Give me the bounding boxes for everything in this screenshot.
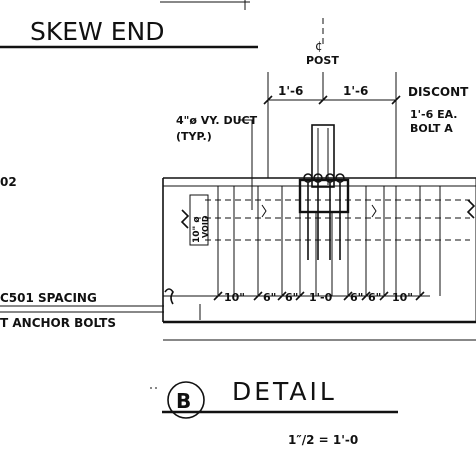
duct-typ: (TYP.)	[176, 130, 212, 143]
detail-letter: B	[176, 389, 191, 413]
duct-label: 4"ø VY. DUCT	[176, 114, 258, 127]
base-plate	[298, 178, 350, 214]
break-mark-bottom-left	[164, 288, 174, 305]
post-centerline-symbol: ¢	[315, 39, 323, 53]
bottom-dim-6: 6"	[368, 291, 381, 304]
bottom-tick-1	[213, 291, 223, 301]
duct-symbol-left	[261, 204, 267, 218]
discont-label: DISCONT	[408, 85, 469, 99]
bottom-tick-3	[277, 291, 287, 301]
detail-bubble	[167, 381, 205, 419]
break-mark-left	[180, 209, 190, 229]
anchor-bolts-label: T ANCHOR BOLTS	[0, 316, 116, 330]
bottom-tick-8	[415, 291, 425, 301]
left-number: 02	[0, 175, 17, 189]
top-dim-tick-1	[263, 95, 273, 105]
post-label: POST	[306, 54, 339, 67]
discont-spacing: 1'-6 EA.	[410, 108, 457, 121]
top-dim-left: 1'-6	[278, 84, 303, 98]
void-word: VOID	[201, 215, 210, 238]
section-heading: SKEW END	[30, 17, 164, 46]
bottom-dim-1: 10"	[224, 291, 245, 304]
void-diameter: 10" ø	[192, 216, 202, 243]
bottom-tick-4	[295, 291, 305, 301]
bottom-dim-2: 6"	[263, 291, 276, 304]
duct-leader	[238, 119, 253, 210]
c501-spacing-label: C501 SPACING	[0, 291, 97, 305]
bottom-tick-6	[361, 291, 371, 301]
bottom-dim-3: 6"	[285, 291, 298, 304]
top-dim-tick-3	[391, 95, 401, 105]
bottom-dim-7: 10"	[392, 291, 413, 304]
bottom-tick-7	[379, 291, 389, 301]
top-dim-tick-2	[318, 95, 328, 105]
duct-symbol-right	[371, 204, 377, 218]
bottom-dim-5: 6"	[350, 291, 363, 304]
bottom-tick-5	[343, 291, 353, 301]
top-dim-right: 1'-6	[343, 84, 368, 98]
post-shaft	[311, 124, 335, 188]
detail-word: DETAIL	[232, 377, 337, 406]
bottom-tick-2	[253, 291, 263, 301]
void-box	[189, 194, 209, 246]
break-mark-right	[466, 199, 476, 219]
bottom-dim-4: 1'-0	[309, 291, 333, 304]
detail-scale: 1″/2 = 1'-0	[288, 433, 358, 447]
discont-bolt: BOLT A	[410, 122, 453, 135]
